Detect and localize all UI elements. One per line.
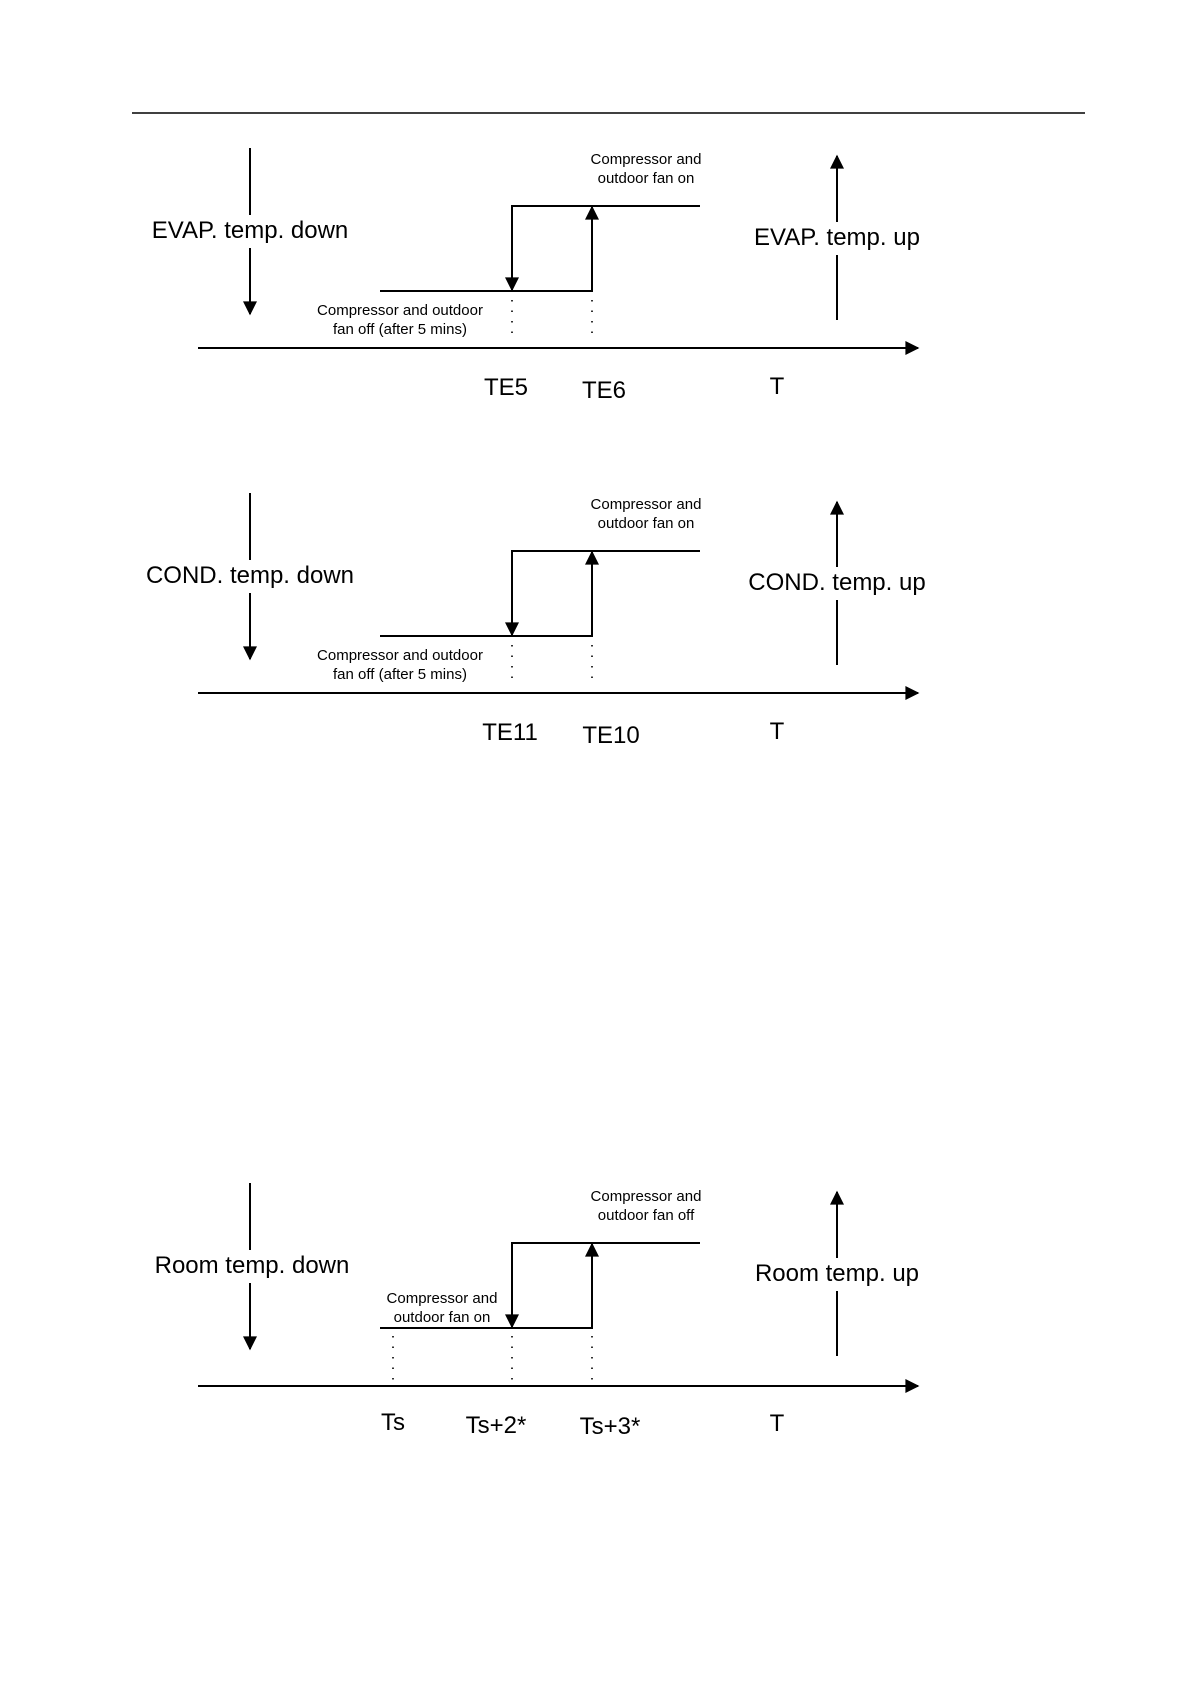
cond-diagram: COND. temp. down COND. temp. up Compress… — [146, 493, 926, 749]
top-note-line: outdoor fan on — [598, 170, 695, 187]
hysteresis-lower-path — [380, 1251, 593, 1329]
hysteresis-lower-path — [380, 559, 593, 637]
tick-label: Ts — [381, 1409, 405, 1436]
hysteresis-upper-path — [511, 550, 700, 630]
bottom-note-line: fan off (after 5 mins) — [333, 666, 467, 683]
top-note-line: outdoor fan on — [598, 515, 695, 532]
bottom-note-line: fan off (after 5 mins) — [333, 321, 467, 338]
tick-label: TE10 — [582, 722, 639, 749]
bottom-note-line: Compressor and — [387, 1290, 498, 1307]
axis-label: T — [770, 1410, 785, 1437]
hysteresis-upper-path — [511, 205, 700, 285]
room-down-label: Room temp. down — [155, 1252, 350, 1279]
top-note-line: outdoor fan off — [598, 1207, 695, 1224]
room-diagram: Room temp. down Room temp. up Compressor… — [155, 1183, 920, 1440]
evap-up-label: EVAP. temp. up — [754, 224, 920, 251]
evap-down-label: EVAP. temp. down — [152, 217, 349, 244]
cond-down-label: COND. temp. down — [146, 562, 354, 589]
evap-diagram: EVAP. temp. down EVAP. temp. up Compress… — [152, 148, 920, 404]
bottom-note-line: outdoor fan on — [394, 1309, 491, 1326]
room-up-label: Room temp. up — [755, 1260, 919, 1287]
tick-label: TE6 — [582, 377, 626, 404]
bottom-note-line: Compressor and outdoor — [317, 647, 483, 664]
hysteresis-lower-path — [380, 214, 593, 292]
top-note-line: Compressor and — [591, 151, 702, 168]
cond-up-label: COND. temp. up — [748, 569, 925, 596]
tick-label: Ts+2* — [466, 1412, 527, 1439]
top-note-line: Compressor and — [591, 1188, 702, 1205]
tick-label: TE11 — [482, 719, 538, 746]
hysteresis-upper-path — [511, 1242, 700, 1322]
axis-label: T — [770, 718, 785, 745]
top-note-line: Compressor and — [591, 496, 702, 513]
tick-label: Ts+3* — [580, 1413, 641, 1440]
tick-label: TE5 — [484, 374, 528, 401]
bottom-note-line: Compressor and outdoor — [317, 302, 483, 319]
axis-label: T — [770, 373, 785, 400]
